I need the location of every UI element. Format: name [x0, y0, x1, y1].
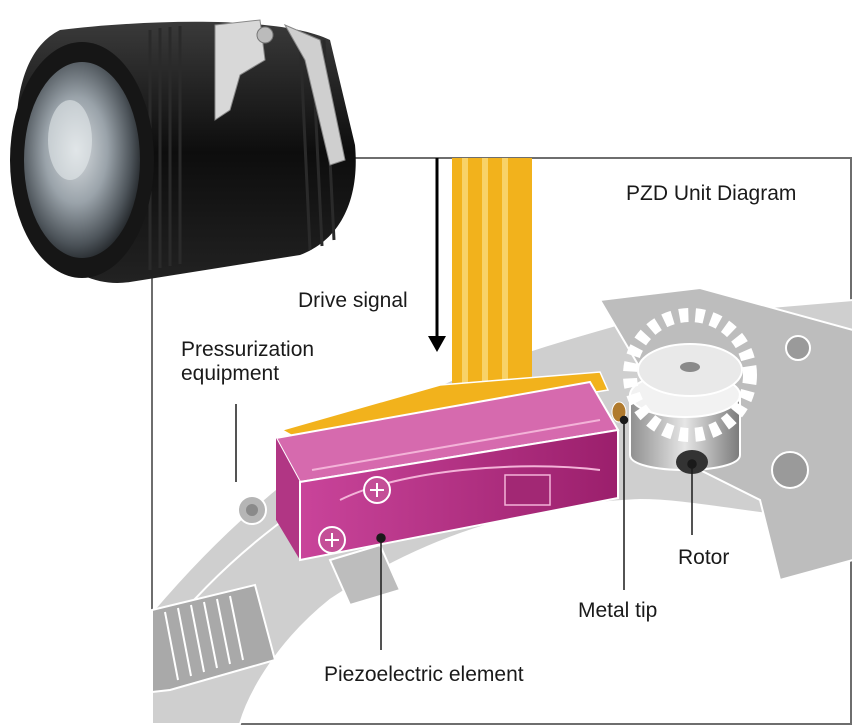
piezoelectric-element: [274, 380, 620, 562]
gear-icon: [623, 308, 757, 442]
lens-image: [10, 19, 356, 284]
drive-signal-label: Drive signal: [298, 289, 408, 312]
metal-tip-leader-dot: [619, 415, 629, 425]
drive-signal-arrow: [428, 158, 446, 352]
pressurization-spring: [151, 583, 277, 694]
rotor-label: Rotor: [678, 546, 730, 569]
pressurization-label-line2: equipment: [181, 362, 280, 385]
piezo-leader-dot: [376, 533, 386, 543]
pressurization-label-line1: Pressurization: [181, 338, 315, 361]
piezoelectric-element-label: Piezoelectric element: [324, 663, 524, 686]
rotor: [623, 308, 757, 474]
diagram-title: PZD Unit Diagram: [626, 182, 797, 205]
rotor-leader-dot: [687, 459, 697, 469]
metal-tip-label: Metal tip: [578, 599, 658, 622]
